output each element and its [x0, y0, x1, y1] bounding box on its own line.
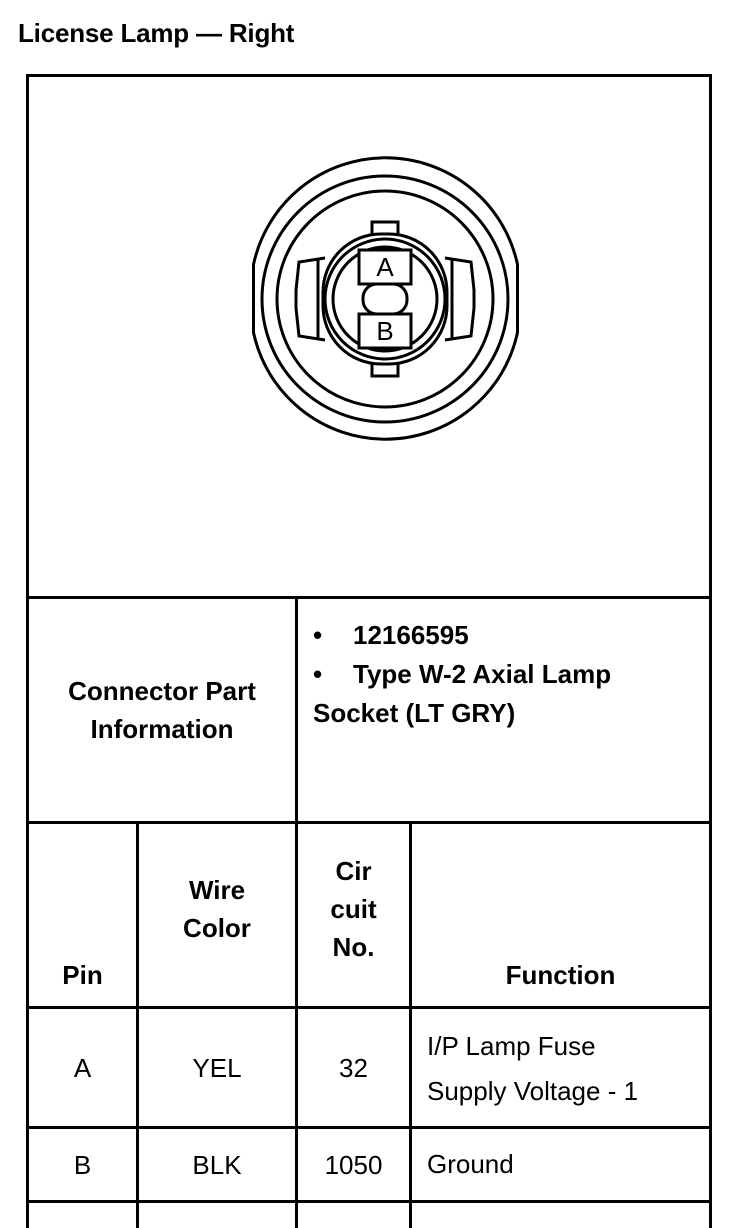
header-circuit-line2: cuit: [330, 894, 377, 924]
connector-info-label: Connector Part Information: [29, 599, 295, 821]
table-row-a-function: I/P Lamp Fuse Supply Voltage - 1: [427, 1024, 638, 1114]
cell-circuit: 1050: [324, 1149, 383, 1180]
pin-a-label: A: [376, 252, 394, 282]
connector-face-diagram: A B: [252, 156, 519, 441]
cell-wire-color: BLK: [192, 1149, 242, 1180]
lamp-center: [361, 282, 409, 316]
header-function-label: Function: [505, 960, 616, 990]
divider: [409, 821, 412, 1228]
connector-info-details: • 12166595 • Type W-2 Axial Lamp Socket …: [313, 616, 703, 733]
divider: [26, 821, 712, 824]
part-description-line2: Socket (LT GRY): [313, 698, 516, 728]
table-row-b-function: Ground: [427, 1142, 514, 1187]
header-function: Function: [412, 824, 709, 994]
connector-info-label-line1: Connector Part: [68, 676, 256, 706]
cell-circuit: 32: [339, 1052, 368, 1083]
divider: [26, 1126, 712, 1129]
connector-table-frame: [26, 74, 712, 1228]
header-circuit-line3: No.: [332, 932, 375, 962]
connector-inner-ring: [275, 189, 495, 409]
header-wire-color-line2: Color: [183, 913, 251, 943]
table-row-a-circuit: 32: [298, 1009, 409, 1126]
cell-pin: B: [73, 1149, 92, 1180]
divider: [26, 1200, 712, 1203]
bullet-icon: •: [313, 620, 323, 650]
socket-body: [321, 232, 449, 366]
part-number: 12166595: [353, 620, 469, 650]
part-description-line1: Type W-2 Axial Lamp: [353, 659, 612, 689]
right-latch: [444, 256, 476, 342]
table-row-b-circuit: 1050: [298, 1129, 409, 1200]
connector-info-label-line2: Information: [90, 714, 234, 744]
table-row-b-wire-color: BLK: [139, 1129, 295, 1200]
divider: [136, 821, 139, 1228]
divider: [26, 1006, 712, 1009]
connector-outer-ring: [260, 174, 510, 424]
header-circuit-line1: Cir: [335, 856, 372, 886]
table-row-a-pin: A: [29, 1009, 136, 1126]
pin-b-label: B: [376, 316, 393, 346]
cell-function-line2: Supply Voltage - 1: [427, 1076, 639, 1106]
header-wire-color: Wire Color: [139, 824, 295, 994]
header-wire-color-line1: Wire: [188, 875, 246, 905]
connector-housing-outline: [252, 156, 519, 441]
header-pin-label: Pin: [62, 960, 103, 990]
left-latch: [294, 256, 326, 342]
cell-function-line1: I/P Lamp Fuse: [427, 1031, 596, 1061]
cell-pin: A: [73, 1052, 92, 1083]
header-circuit-no: Cir cuit No.: [298, 824, 409, 994]
divider: [26, 596, 712, 599]
page-title: License Lamp — Right: [18, 18, 295, 48]
table-row-b-pin: B: [29, 1129, 136, 1200]
table-row-a-wire-color: YEL: [139, 1009, 295, 1126]
cell-function-line1: Ground: [427, 1149, 514, 1179]
cell-wire-color: YEL: [192, 1052, 242, 1083]
pin-b-box: [357, 312, 413, 350]
header-pin: Pin: [29, 824, 136, 994]
divider: [295, 596, 298, 1228]
bullet-icon: •: [313, 659, 323, 689]
pin-a-box: [357, 248, 413, 286]
